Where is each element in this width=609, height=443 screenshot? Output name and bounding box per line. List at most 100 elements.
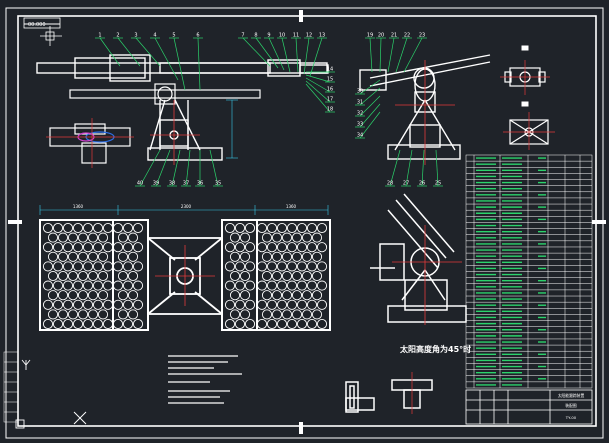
solar-cell [234,299,246,310]
solar-cell [62,222,74,234]
main-balloon-right-0: 14 [306,67,335,73]
solar-cell [62,280,74,291]
solar-cell [266,261,278,272]
main-balloon-top-6: 7 [238,33,271,67]
solar-cell [229,251,241,262]
solar-cell [87,270,99,282]
solar-cell [47,270,59,282]
solar-cell [62,299,74,310]
title-block-type: 装配图 [565,403,577,408]
solar-cell [92,261,104,272]
solar-cell [244,222,256,234]
solar-cell [102,280,114,291]
solar-cell [92,222,104,234]
main-balloon-top-3-label: 4 [153,33,156,39]
main-balloon-top-11: 12 [303,33,314,75]
solar-cell [261,309,273,320]
main-balloon-right-2: 16 [305,77,335,93]
solar-cell [281,290,293,301]
solar-cell [266,242,278,253]
solar-cell [256,261,268,272]
solar-cell [112,318,124,330]
solar-cell [132,222,144,234]
solar-cell [72,299,84,310]
solar-cell [97,270,109,282]
solar-cell [301,309,313,320]
side-balloon-top-3-label: 22 [404,33,410,39]
side-balloon-top-4-label: 23 [419,33,425,39]
main-balloon-top-6-label: 7 [241,33,244,39]
solar-cell [291,270,303,282]
solar-cell [301,251,313,262]
side-view [359,54,491,160]
solar-cell [266,318,278,330]
solar-cell [281,251,293,262]
solar-cell [122,280,134,291]
solar-cell [97,232,109,243]
solar-cell [62,261,74,272]
solar-cell [52,222,64,234]
solar-cell [306,299,318,310]
main-balloon-top-0: 1 [95,33,121,67]
solar-cell [276,280,288,291]
viewcube-icon[interactable] [73,411,87,425]
solar-cell [77,251,89,262]
solar-cell [261,251,273,262]
solar-cell [82,261,94,272]
solar-cell [72,222,84,234]
plan-dimension-lines [39,205,329,215]
technical-notes [168,355,242,404]
solar-cell [306,222,318,234]
solar-cell [229,270,241,282]
solar-cell [47,251,59,262]
solar-cell [239,309,251,320]
solar-cell [92,280,104,291]
solar-cell [224,242,236,253]
main-balloon-top-2: 3 [131,33,161,67]
solar-cell [42,222,54,234]
solar-cell [122,242,134,253]
main-assembly-view [36,54,329,168]
solar-cell [127,251,139,262]
main-balloon-bottom-0: 40 [135,149,161,187]
solar-cell [52,299,64,310]
solar-cell [316,318,328,330]
solar-cell [62,242,74,253]
solar-cell [244,318,256,330]
solar-cell [311,309,323,320]
solar-cell [224,299,236,310]
solar-cell [296,242,308,253]
side-balloon-left-4-label: 34 [357,133,363,139]
solar-cell [77,232,89,243]
solar-cell [234,222,246,234]
solar-cell [311,251,323,262]
main-balloon-top-8-label: 9 [267,33,270,39]
solar-cell [234,280,246,291]
main-balloon-bottom-1-label: 39 [153,181,159,187]
side-balloon-left-0-label: 30 [357,89,363,95]
solar-cell [112,261,124,272]
solar-cell [127,232,139,243]
main-balloon-top-5: 6 [193,33,203,91]
main-balloon-bottom-5: 35 [209,149,223,187]
solar-cell [127,309,139,320]
model-crosshair-icon [40,26,62,46]
solar-cell [239,270,251,282]
tilted-view-caption: 太阳高度角为45°时 [399,344,471,354]
solar-cell [82,242,94,253]
main-balloon-top-11-label: 12 [306,33,312,39]
solar-cell [271,309,283,320]
solar-cell [256,280,268,291]
side-balloon-bottom-1-label: 27 [403,181,409,187]
main-balloon-bottom-3-label: 37 [183,181,189,187]
solar-cell [122,222,134,234]
solar-cell [67,309,79,320]
solar-cell [244,261,256,272]
solar-cell [102,299,114,310]
main-balloon-right-3: 17 [305,80,335,103]
solar-cell [261,270,273,282]
solar-cell [102,242,114,253]
